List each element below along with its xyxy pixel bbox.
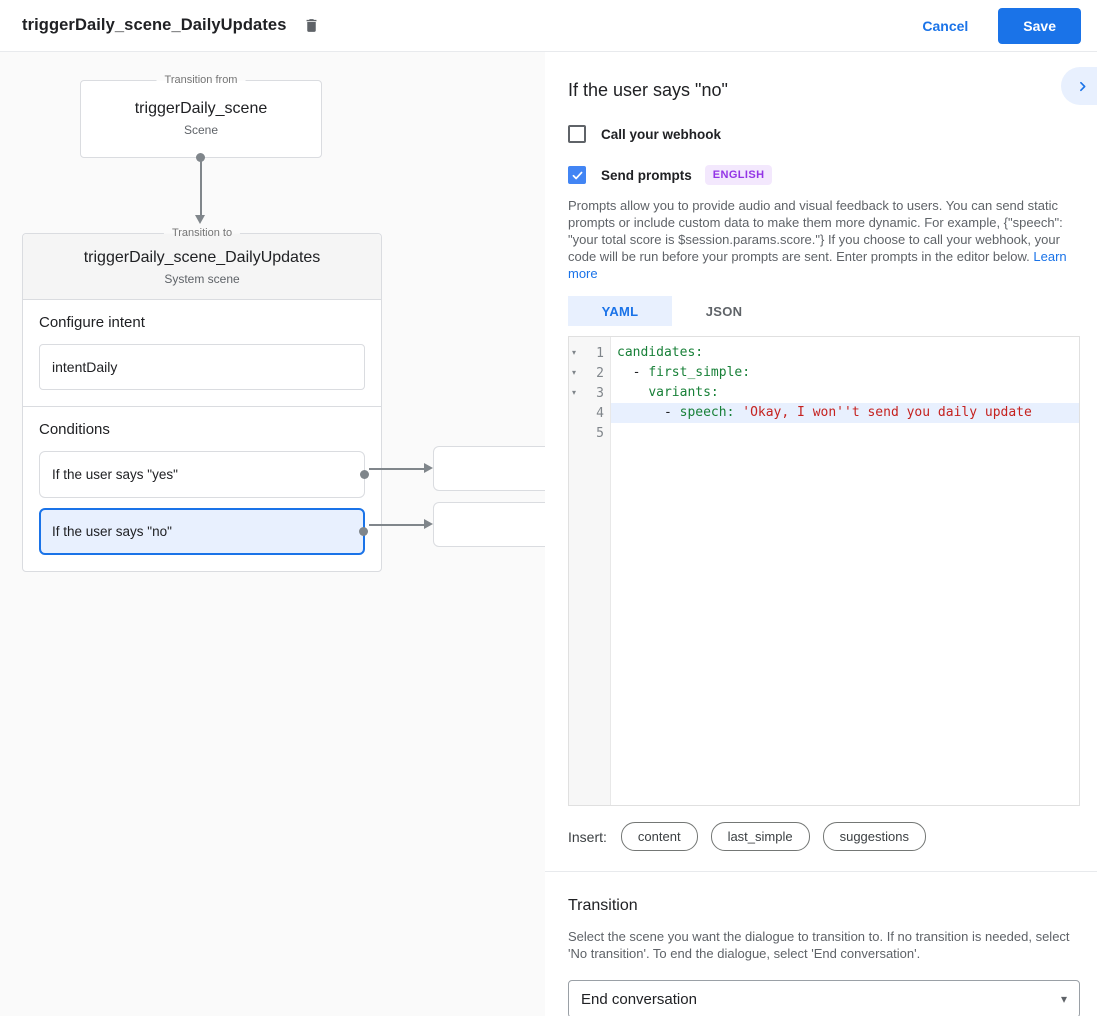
code-token: - <box>617 365 649 380</box>
dropdown-caret-icon: ▾ <box>1060 992 1067 1006</box>
condition-label: If the user says "yes" <box>52 467 178 482</box>
save-button[interactable]: Save <box>998 7 1081 44</box>
send-prompts-checkbox-label: Send prompts <box>601 167 692 183</box>
conditions-section: Conditions If the user says "yes"If the … <box>23 407 381 571</box>
insert-chip-content[interactable]: content <box>620 822 698 851</box>
fold-arrow-icon[interactable]: ▾ <box>572 388 577 397</box>
delete-scene-button[interactable] <box>303 16 320 35</box>
checkmark-icon <box>571 169 584 182</box>
transition-to-node: Transition to triggerDaily_scene_DailyUp… <box>22 227 382 572</box>
code-token: variants: <box>648 385 719 400</box>
transition-select[interactable]: End conversation ▾ <box>568 980 1080 1016</box>
arrowhead-right-icon <box>424 463 433 473</box>
gutter-row: ▾2 <box>569 363 610 383</box>
insert-chip-last_simple[interactable]: last_simple <box>710 822 810 851</box>
trash-icon <box>303 16 320 35</box>
transition-from-subtitle: Scene <box>183 123 219 137</box>
transition-section-title: Transition <box>568 897 638 914</box>
gutter-row: 5 <box>569 423 610 443</box>
fold-arrow-icon[interactable]: ▾ <box>572 368 577 377</box>
editor-tabs: YAML JSON <box>568 296 1080 326</box>
tab-json[interactable]: JSON <box>705 303 743 319</box>
cancel-button[interactable]: Cancel <box>922 17 969 34</box>
gutter-row: 4 <box>569 403 610 423</box>
collapse-panel-button[interactable] <box>1061 67 1097 105</box>
transition-to-title: triggerDaily_scene_DailyUpdates <box>83 249 321 266</box>
code-line[interactable]: - speech: 'Okay, I won''t send you daily… <box>611 403 1079 423</box>
line-number: 3 <box>596 385 604 401</box>
transition-to-subtitle: System scene <box>164 272 240 286</box>
webhook-checkbox-label: Call your webhook <box>601 126 722 142</box>
condition-target-node[interactable] <box>433 502 545 547</box>
editor-code[interactable]: candidates: - first_simple: variants: - … <box>611 337 1079 805</box>
prompts-description: Prompts allow you to provide audio and v… <box>568 197 1080 282</box>
intent-field[interactable]: intentDaily <box>39 344 365 390</box>
code-line[interactable]: variants: <box>611 383 1079 403</box>
configure-intent-label: Configure intent <box>39 314 145 331</box>
transition-select-value: End conversation <box>581 990 697 1008</box>
gutter-row: ▾3 <box>569 383 610 403</box>
condition-item[interactable]: If the user says "no" <box>39 508 368 555</box>
code-token: first_simple: <box>648 365 751 380</box>
send-prompts-checkbox-row[interactable]: Send prompts ENGLISH <box>568 165 1080 185</box>
code-token: speech: <box>679 405 735 420</box>
condition-target-node[interactable] <box>433 446 545 491</box>
transition-to-legend: Transition to <box>163 227 241 240</box>
webhook-checkbox-row[interactable]: Call your webhook <box>568 125 1080 143</box>
code-token <box>617 385 648 400</box>
insert-label: Insert: <box>568 828 607 845</box>
fold-arrow-icon[interactable]: ▾ <box>572 348 577 357</box>
code-line[interactable] <box>611 423 1079 443</box>
scene-flow-canvas: Transition from triggerDaily_scene Scene… <box>0 52 545 1016</box>
code-token: candidates: <box>617 345 704 360</box>
webhook-checkbox[interactable] <box>568 125 586 143</box>
condition-item[interactable]: If the user says "yes" <box>39 451 369 498</box>
connector-dot <box>196 153 205 162</box>
transition-description: Select the scene you want the dialogue t… <box>568 929 1070 961</box>
connector-dot <box>359 527 368 536</box>
learn-more-link[interactable]: Learn more <box>568 249 1067 281</box>
app-header: triggerDaily_scene_DailyUpdates Cancel S… <box>0 0 1097 52</box>
send-prompts-checkbox[interactable] <box>568 166 586 184</box>
tab-yaml[interactable]: YAML <box>568 296 672 326</box>
code-line[interactable]: - first_simple: <box>611 363 1079 383</box>
insert-chips: content last_simple suggestions <box>620 822 939 851</box>
configure-intent-section: Configure intent intentDaily <box>23 300 381 406</box>
conditions-list: If the user says "yes" If the user says "… <box>39 451 369 555</box>
prompts-description-text: Prompts allow you to provide audio and v… <box>568 198 1063 264</box>
connector-dot <box>360 470 369 479</box>
code-token: - <box>617 405 680 420</box>
transition-from-node[interactable]: Transition from triggerDaily_scene Scene <box>80 74 322 158</box>
scene-card-header[interactable]: triggerDaily_scene_DailyUpdates System s… <box>23 234 381 300</box>
line-number: 4 <box>596 405 604 421</box>
panel-title: If the user says "no" <box>568 80 728 100</box>
transition-from-title: triggerDaily_scene <box>134 100 268 117</box>
language-badge: ENGLISH <box>704 165 773 185</box>
insert-row: Insert: content last_simple suggestions <box>568 822 1080 851</box>
line-number: 5 <box>596 425 604 441</box>
arrowhead-right-icon <box>424 519 433 529</box>
section-divider <box>23 406 381 407</box>
connector-line <box>369 524 425 526</box>
code-line[interactable]: candidates: <box>611 343 1079 363</box>
arrowhead-down-icon <box>195 215 205 224</box>
condition-label: If the user says "no" <box>52 524 172 539</box>
panel-divider <box>545 871 1097 872</box>
transition-from-legend: Transition from <box>156 74 246 87</box>
connector-line <box>200 160 202 216</box>
code-token: 'Okay, I won''t send you daily update <box>742 405 1032 420</box>
connector-line <box>369 468 425 470</box>
line-number: 1 <box>596 345 604 361</box>
insert-chip-suggestions[interactable]: suggestions <box>822 822 926 851</box>
page-title: triggerDaily_scene_DailyUpdates <box>22 16 287 34</box>
condition-detail-panel: If the user says "no" Call your webhook … <box>545 52 1097 1016</box>
conditions-label: Conditions <box>39 421 110 438</box>
gutter-row: ▾1 <box>569 343 610 363</box>
line-number: 2 <box>596 365 604 381</box>
chevron-right-icon <box>1076 80 1089 93</box>
